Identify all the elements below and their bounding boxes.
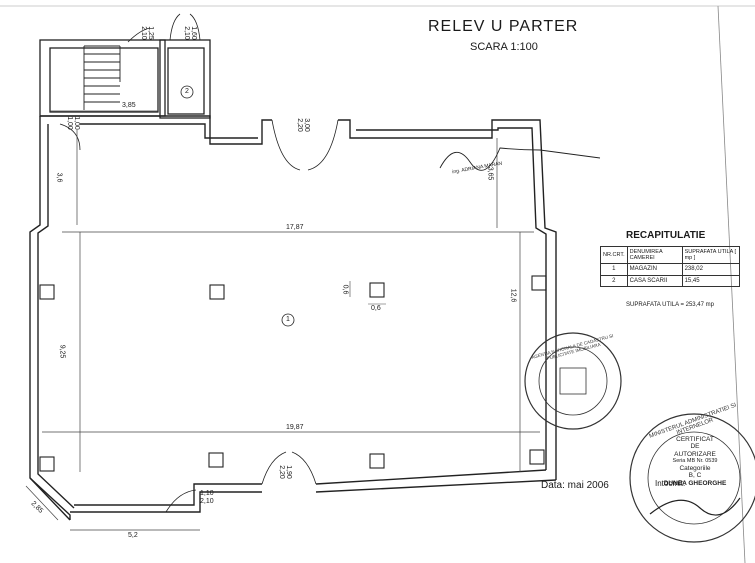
- dim-stair-width: 3,85: [122, 102, 136, 109]
- cert-name: DUNEA GHEORGHE: [663, 479, 727, 487]
- recap-header-area: SUPRAFATA UTILA [ mp ]: [681, 245, 741, 265]
- drawing-date: Data: mai 2006: [541, 480, 609, 491]
- agency-seal: [524, 332, 622, 430]
- room-marker-1: [281, 313, 295, 327]
- recap-cell: CASA SCARII: [626, 274, 683, 288]
- cert-line: CERTIFICAT: [676, 436, 714, 443]
- recap-cell: 1: [600, 263, 628, 276]
- table-row: 2 CASA SCARII 15,45: [600, 274, 741, 288]
- dim-door-left: 1,00 1,00: [65, 116, 80, 130]
- dim-height-left: 3,6: [55, 172, 63, 183]
- cert-signature: [649, 497, 741, 516]
- cert-line: Seria MB Nr. 0539: [672, 458, 718, 465]
- engineer-signature: [439, 147, 601, 171]
- recap-header-nr: NR.CRT.: [600, 245, 628, 265]
- cert-text: CERTIFICAT DE AUTORIZARE Seria MB Nr. 05…: [660, 436, 730, 487]
- dim-window-bottom: 1,10 2,10: [200, 490, 214, 505]
- dim-door-top-left: 1,25 2,10: [139, 26, 154, 40]
- stair-treads: [83, 45, 121, 110]
- dim-door-top-right: 1,60 2,10: [182, 26, 197, 40]
- columns: [39, 275, 547, 472]
- door-swings: [59, 13, 339, 513]
- drawing-scale: SCARA 1:100: [470, 41, 538, 53]
- dim-column-a: 0,6: [341, 284, 349, 295]
- certification-seal: [629, 413, 755, 543]
- dim-bay-length: 5,2: [128, 532, 138, 539]
- cert-label: Intocmit:: [655, 479, 686, 488]
- dim-door-bottom: 1,90 2,20: [277, 465, 292, 479]
- cert-line: DE: [690, 443, 700, 451]
- cert-line: Categoriile: [679, 464, 711, 472]
- cert-line: B, C: [688, 472, 702, 480]
- recap-header-room: DENUMIREA CAMEREI: [626, 245, 683, 265]
- dimension-lines: [25, 110, 540, 531]
- main-walls: [29, 115, 557, 521]
- dim-width-bottom: 19,87: [286, 424, 304, 431]
- recap-cell: 2: [600, 274, 628, 288]
- recap-title: RECAPITULATIE: [626, 230, 706, 241]
- dim-column-b: 0,6: [371, 305, 381, 312]
- dim-depth-right: 12,6: [509, 288, 517, 303]
- dim-width-top: 17,87: [286, 224, 304, 231]
- room-label-2: 2: [185, 88, 189, 95]
- room-label-1: 1: [286, 316, 290, 323]
- recap-cell: 15,45: [681, 274, 741, 288]
- room-marker-2: [180, 85, 194, 99]
- dim-door-main: 3,00 2,20: [295, 118, 310, 132]
- cert-line: AUTORIZARE: [674, 450, 716, 458]
- drawing-title: RELEV U PARTER: [428, 18, 579, 35]
- dim-depth-left: 9,25: [58, 344, 66, 359]
- recap-total: SUPRAFATA UTILA = 253,47 mp: [626, 302, 714, 308]
- table-row: 1 MAGAZIN 238,02: [600, 263, 741, 276]
- recap-header-row: NR.CRT. DENUMIREA CAMEREI SUPRAFATA UTIL…: [600, 245, 741, 265]
- recap-cell: MAGAZIN: [626, 263, 683, 276]
- dim-angle-side: 2,85: [29, 500, 45, 515]
- recap-table: NR.CRT. DENUMIREA CAMEREI SUPRAFATA UTIL…: [600, 245, 741, 288]
- recap-cell: 238,02: [681, 263, 741, 276]
